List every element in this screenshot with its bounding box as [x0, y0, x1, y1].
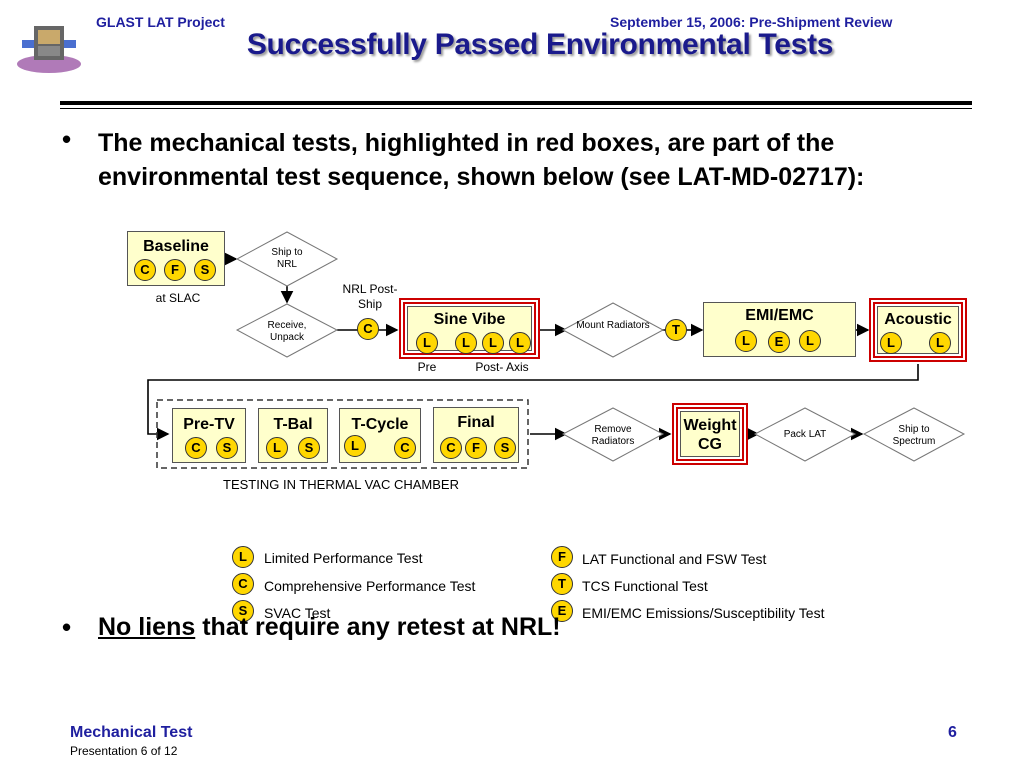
legend-tag-f: F — [551, 546, 573, 568]
cg-label: CG — [698, 436, 722, 453]
sine-vibe-highlight-inner — [403, 302, 536, 355]
legend-text-l: Limited Performance Test — [264, 550, 423, 566]
bullet-2: No liens that require any retest at NRL! — [98, 610, 561, 644]
legend-tag-t: T — [551, 573, 573, 595]
emi-emc-label: EMI/EMC — [745, 307, 814, 324]
tcs-tag: T — [665, 319, 687, 341]
bullet-1: The mechanical tests, highlighted in red… — [98, 129, 865, 191]
emi-tag-l1: L — [735, 330, 757, 352]
page-number: 6 — [948, 724, 957, 741]
t-cycle-tag-l: L — [344, 435, 366, 457]
baseline-label: Baseline — [143, 238, 209, 255]
sine-vibe-post: Post- Axis — [475, 360, 529, 374]
sine-vibe-label: Sine Vibe — [433, 311, 506, 328]
footer-title: Mechanical Test — [70, 724, 193, 741]
weight-cg-box: Weight CG — [680, 411, 740, 457]
legend-text-f: LAT Functional and FSW Test — [582, 551, 767, 567]
sine-vibe-tag-1: L — [416, 332, 438, 354]
final-label: Final — [457, 414, 495, 431]
sine-vibe-highlight — [399, 298, 540, 359]
baseline-note: at SLAC — [155, 291, 201, 305]
t-bal-tag-l: L — [266, 437, 288, 459]
legend-text-e: EMI/EMC Emissions/Susceptibility Test — [582, 605, 825, 621]
glast-logo — [14, 14, 84, 80]
t-cycle-label: T-Cycle — [351, 416, 409, 433]
header-date: September 15, 2006: Pre-Shipment Review — [610, 14, 893, 30]
slide-title: Successfully Passed Environmental Tests — [246, 28, 834, 61]
legend-tag-s: S — [232, 600, 254, 622]
nrl-post-ship-label: NRL Post-Ship — [342, 282, 398, 311]
sine-vibe-tag-3: L — [482, 332, 504, 354]
header-project: GLAST LAT Project — [96, 14, 225, 30]
t-bal-label: T-Bal — [273, 416, 313, 433]
chamber-label: TESTING IN THERMAL VAC CHAMBER — [223, 477, 459, 492]
bullet-2-rest: that require any retest at NRL! — [195, 613, 561, 641]
pre-tv-label: Pre-TV — [183, 416, 235, 433]
weight-cg-highlight — [672, 403, 748, 465]
emi-tag-l2: L — [799, 330, 821, 352]
acoustic-label: Acoustic — [884, 311, 952, 328]
weight-label: Weight — [683, 417, 737, 434]
legend-text-s: SVAC Test — [264, 605, 331, 621]
legend-tag-c: C — [232, 573, 254, 595]
baseline-tag-f: F — [164, 259, 186, 281]
pre-tv-tag-c: C — [185, 437, 207, 459]
pack-lat-label: Pack LAT — [783, 429, 827, 440]
bullet-dot-1: • — [62, 124, 72, 154]
title-rule — [60, 101, 972, 105]
final-tag-c: C — [440, 437, 462, 459]
final-tag-s: S — [494, 437, 516, 459]
baseline-tag-s: S — [194, 259, 216, 281]
pre-tv-box: Pre-TV — [172, 408, 246, 463]
sine-vibe-tag-2: L — [455, 332, 477, 354]
acoustic-tag-1: L — [880, 332, 902, 354]
emi-tag-e: E — [768, 331, 790, 353]
t-bal-tag-s: S — [298, 437, 320, 459]
bullet-dot-2: • — [62, 612, 72, 642]
weight-cg-highlight-inner — [676, 407, 744, 461]
remove-radiators-label: Remove Radiators — [591, 424, 635, 447]
footer-sub: Presentation 6 of 12 — [70, 744, 178, 758]
legend-text-c: Comprehensive Performance Test — [264, 578, 476, 594]
acoustic-highlight-inner — [873, 302, 963, 358]
final-tag-f: F — [465, 437, 487, 459]
legend-text-t: TCS Functional Test — [582, 578, 708, 594]
t-cycle-tag-c: C — [394, 437, 416, 459]
sine-vibe-tag-4: L — [509, 332, 531, 354]
title-rule-thin — [60, 108, 972, 109]
bullet-2-underlined: No liens — [98, 613, 196, 641]
acoustic-tag-2: L — [929, 332, 951, 354]
ship-nrl-label: Ship to NRL — [271, 247, 303, 270]
ship-spectrum-label: Ship to Spectrum — [892, 424, 936, 447]
acoustic-highlight — [869, 298, 967, 362]
pre-tv-tag-s: S — [216, 437, 238, 459]
nrl-post-ship-tag: C — [357, 318, 379, 340]
receive-label: Receive, Unpack — [267, 320, 307, 343]
legend-tag-l: L — [232, 546, 254, 568]
baseline-tag-c: C — [134, 259, 156, 281]
sine-vibe-pre: Pre — [417, 360, 437, 374]
legend-tag-e: E — [551, 600, 573, 622]
mount-radiators-label: Mount Radiators — [576, 320, 650, 331]
